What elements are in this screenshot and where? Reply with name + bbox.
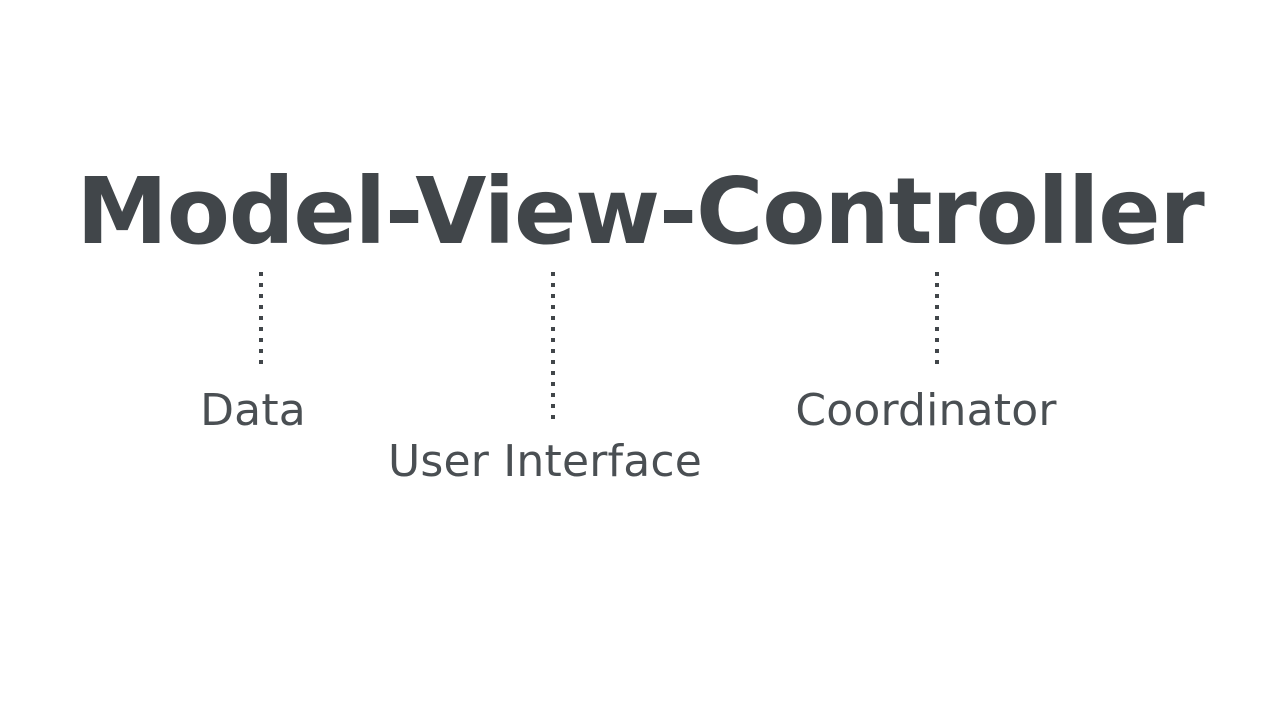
page-title: Model-View-Controller [76, 158, 1204, 265]
connector-line-model [259, 272, 263, 371]
connector-line-controller [935, 272, 939, 371]
gloss-label-controller: Coordinator [795, 385, 1057, 436]
gloss-label-model: Data [200, 385, 306, 436]
gloss-label-view: User Interface [387, 436, 703, 487]
connector-line-view [551, 272, 555, 420]
